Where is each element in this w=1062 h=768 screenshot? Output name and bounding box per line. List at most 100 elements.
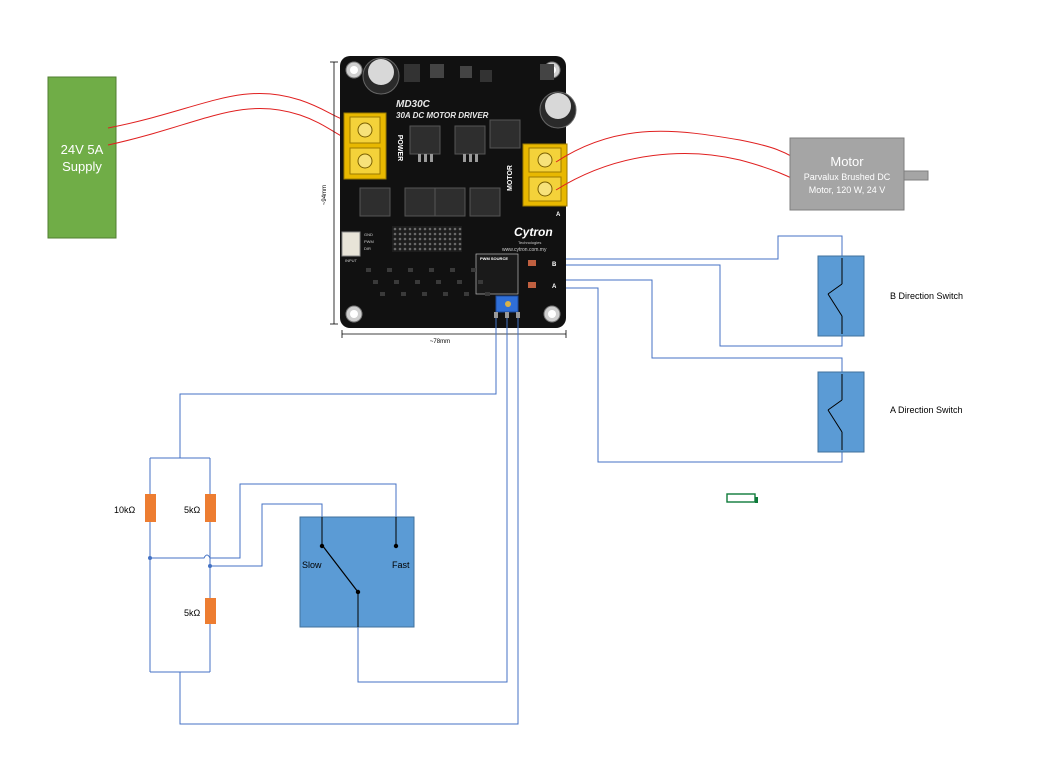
header-pin: [418, 247, 422, 251]
direction-switch-a: A Direction Switch: [817, 371, 963, 453]
smd-component: [401, 292, 406, 296]
resistor-10k-label: 10kΩ: [114, 505, 136, 515]
header-pin: [438, 227, 442, 231]
smd-component: [471, 268, 476, 272]
direction-switch-a-label: A Direction Switch: [890, 405, 963, 415]
header-pin: [428, 237, 432, 241]
smd-component: [380, 292, 385, 296]
a-label-top: A: [556, 212, 561, 218]
smd-component: [415, 280, 420, 284]
header-pin: [393, 247, 397, 251]
header-pin: [428, 227, 432, 231]
mosfets: [359, 119, 521, 217]
motor-desc-2: Motor, 120 W, 24 V: [809, 185, 886, 195]
pwm-label: PWM: [364, 239, 374, 244]
header-pin: [413, 247, 417, 251]
header-pin: [433, 227, 437, 231]
header-pin: [443, 227, 447, 231]
header-pin: [403, 232, 407, 236]
wire-a-switch-bottom: [566, 287, 843, 463]
smd-component: [464, 292, 469, 296]
control-wires: [149, 235, 843, 725]
board-brand-sub: Technologies: [518, 240, 541, 245]
motor-driver-board: ~94mm ~78mm MD30C 30A DC MOTOR DRIVER: [322, 56, 577, 345]
header-pin: [408, 247, 412, 251]
header-pin: [438, 242, 442, 246]
resistor-5k-1: [205, 494, 216, 522]
header-pin: [403, 227, 407, 231]
wire-a-switch-top: [566, 279, 843, 372]
input-label: INPUT: [345, 258, 358, 263]
wire-b-switch-top: [566, 235, 843, 260]
motor-wire-2: [555, 153, 811, 191]
board-website: www.cytron.com.my: [502, 247, 547, 253]
motor-title: Motor: [830, 154, 864, 169]
header-pin: [393, 227, 397, 231]
header-pin: [443, 247, 447, 251]
header-pin: [443, 242, 447, 246]
wire-fast: [150, 483, 397, 559]
smd-component: [485, 292, 490, 296]
resistor-5k-2-label: 5kΩ: [184, 608, 201, 618]
header-pin: [443, 232, 447, 236]
smd-component: [429, 268, 434, 272]
header-pin: [423, 232, 427, 236]
header-pin: [398, 227, 402, 231]
header-pin: [433, 232, 437, 236]
header-pin: [448, 242, 452, 246]
speed-switch-box: [299, 516, 415, 628]
smd-component: [457, 280, 462, 284]
direction-switch-b-box: [817, 255, 865, 337]
direction-switch-b-label: B Direction Switch: [890, 291, 963, 301]
button-b: [528, 260, 536, 266]
battery-icon: [726, 493, 758, 503]
smd-component: [436, 280, 441, 284]
header-pin: [408, 237, 412, 241]
header-pin: [458, 227, 462, 231]
header-pin: [398, 242, 402, 246]
power-supply-label-2: Supply: [62, 159, 102, 174]
button-a: [528, 282, 536, 288]
power-supply: 24V 5A Supply: [47, 76, 117, 239]
wire-b-switch-bottom: [566, 264, 843, 347]
gnd-label: GND: [364, 232, 373, 237]
smd-component: [387, 268, 392, 272]
header-pin: [398, 237, 402, 241]
power-terminal: [343, 112, 387, 180]
dir-label: DIR: [364, 246, 371, 251]
power-supply-label-1: 24V 5A: [61, 142, 104, 157]
speed-fast-label: Fast: [392, 560, 410, 570]
header-pin: [403, 247, 407, 251]
board-brand: Cytron: [514, 225, 553, 239]
header-pin: [398, 232, 402, 236]
header-pin: [408, 232, 412, 236]
input-connector: [341, 231, 361, 257]
header-pin: [413, 237, 417, 241]
motor-terminal: [522, 143, 568, 207]
smd-component: [366, 268, 371, 272]
direction-switch-b: B Direction Switch: [817, 255, 963, 337]
motor-desc-1: Parvalux Brushed DC: [804, 172, 891, 182]
header-pin: [418, 237, 422, 241]
direction-switch-b-lever: [827, 283, 843, 295]
header-pin: [428, 242, 432, 246]
header-pin: [413, 227, 417, 231]
supply-wire-positive: [107, 92, 361, 129]
power-supply-box: [47, 76, 117, 239]
header-pin: [448, 227, 452, 231]
header-pin: [453, 227, 457, 231]
pwm-source-block: [475, 253, 519, 295]
resistor-5k-2: [205, 598, 216, 624]
speed-slow-label: Slow: [302, 560, 322, 570]
header-pin: [423, 237, 427, 241]
resistors: 10kΩ 5kΩ 5kΩ: [114, 494, 216, 624]
speed-switch-lever: [321, 544, 359, 593]
motor-shaft: [903, 170, 929, 181]
header-pin: [413, 232, 417, 236]
motor-wire-1: [555, 130, 811, 169]
header-pin: [428, 232, 432, 236]
header-pin: [438, 247, 442, 251]
motor: Motor Parvalux Brushed DC Motor, 120 W, …: [789, 137, 929, 211]
header-pin: [418, 227, 422, 231]
header-pin: [448, 237, 452, 241]
